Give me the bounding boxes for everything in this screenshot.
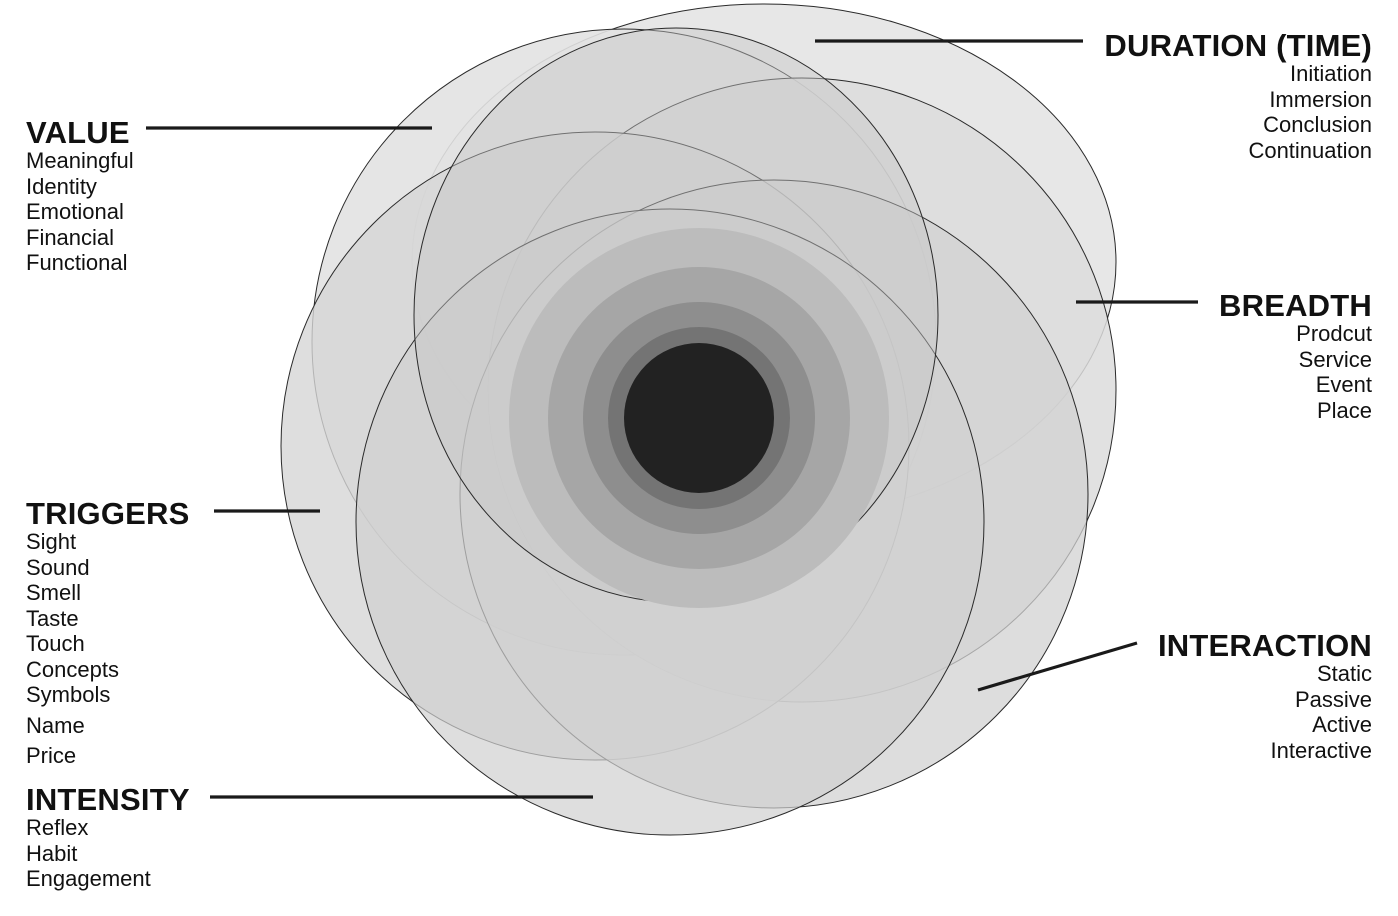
triggers-title: TRIGGERS — [26, 496, 190, 531]
breadth-title: BREADTH — [1219, 288, 1372, 323]
interaction-item: Interactive — [1270, 737, 1373, 763]
value-item: Meaningful — [26, 148, 134, 173]
duration-title: DURATION (TIME) — [1104, 28, 1372, 63]
triggers-label-group: TRIGGERS Sight Sound Smell Taste Touch C… — [26, 496, 190, 769]
interaction-title: INTERACTION — [1157, 628, 1372, 663]
duration-item: Continuation — [1248, 137, 1372, 163]
triggers-item: Symbols — [26, 682, 111, 707]
duration-item: Initiation — [1290, 61, 1372, 86]
breadth-item: Event — [1315, 372, 1372, 397]
intensity-item: Reflex — [26, 815, 89, 840]
breadth-item: Place — [1316, 397, 1372, 423]
value-item: Identity — [26, 173, 97, 199]
value-item: Emotional — [26, 199, 124, 224]
interaction-item: Active — [1312, 712, 1372, 737]
interaction-label-group: INTERACTION Static Passive Active Intera… — [1157, 628, 1373, 763]
intensity-title: INTENSITY — [26, 782, 190, 817]
intensity-label-group: INTENSITY Reflex Habit Engagement — [26, 782, 190, 892]
value-label-group: VALUE Meaningful Identity Emotional Fina… — [26, 115, 134, 276]
breadth-item: Service — [1298, 346, 1372, 372]
breadth-label-group: BREADTH Prodcut Service Event Place — [1219, 288, 1372, 423]
value-item: Functional — [26, 250, 128, 275]
leader-lines — [146, 39, 1198, 799]
triggers-item: Price — [26, 743, 77, 768]
interaction-item: Static — [1316, 661, 1372, 686]
triggers-item: Name — [26, 712, 85, 738]
duration-item: Conclusion — [1263, 112, 1372, 137]
triggers-item: Concepts — [26, 656, 119, 682]
intensity-item: Engagement — [26, 866, 151, 891]
leader-line-interaction — [977, 641, 1138, 692]
triggers-item: Sound — [26, 554, 90, 580]
intensity-item: Habit — [26, 840, 78, 866]
breadth-item: Prodcut — [1296, 321, 1372, 346]
triggers-item: Touch — [26, 631, 85, 656]
duration-item: Immersion — [1269, 86, 1372, 112]
triggers-item: Taste — [26, 605, 79, 631]
core-rings — [509, 228, 889, 608]
duration-label-group: DURATION (TIME) Initiation Immersion Con… — [1104, 28, 1372, 163]
triggers-item: Smell — [26, 580, 82, 605]
value-title: VALUE — [26, 115, 130, 150]
core-circle — [624, 343, 774, 493]
triggers-item: Sight — [26, 529, 77, 554]
value-item: Financial — [26, 224, 115, 250]
interaction-item: Passive — [1294, 686, 1372, 712]
